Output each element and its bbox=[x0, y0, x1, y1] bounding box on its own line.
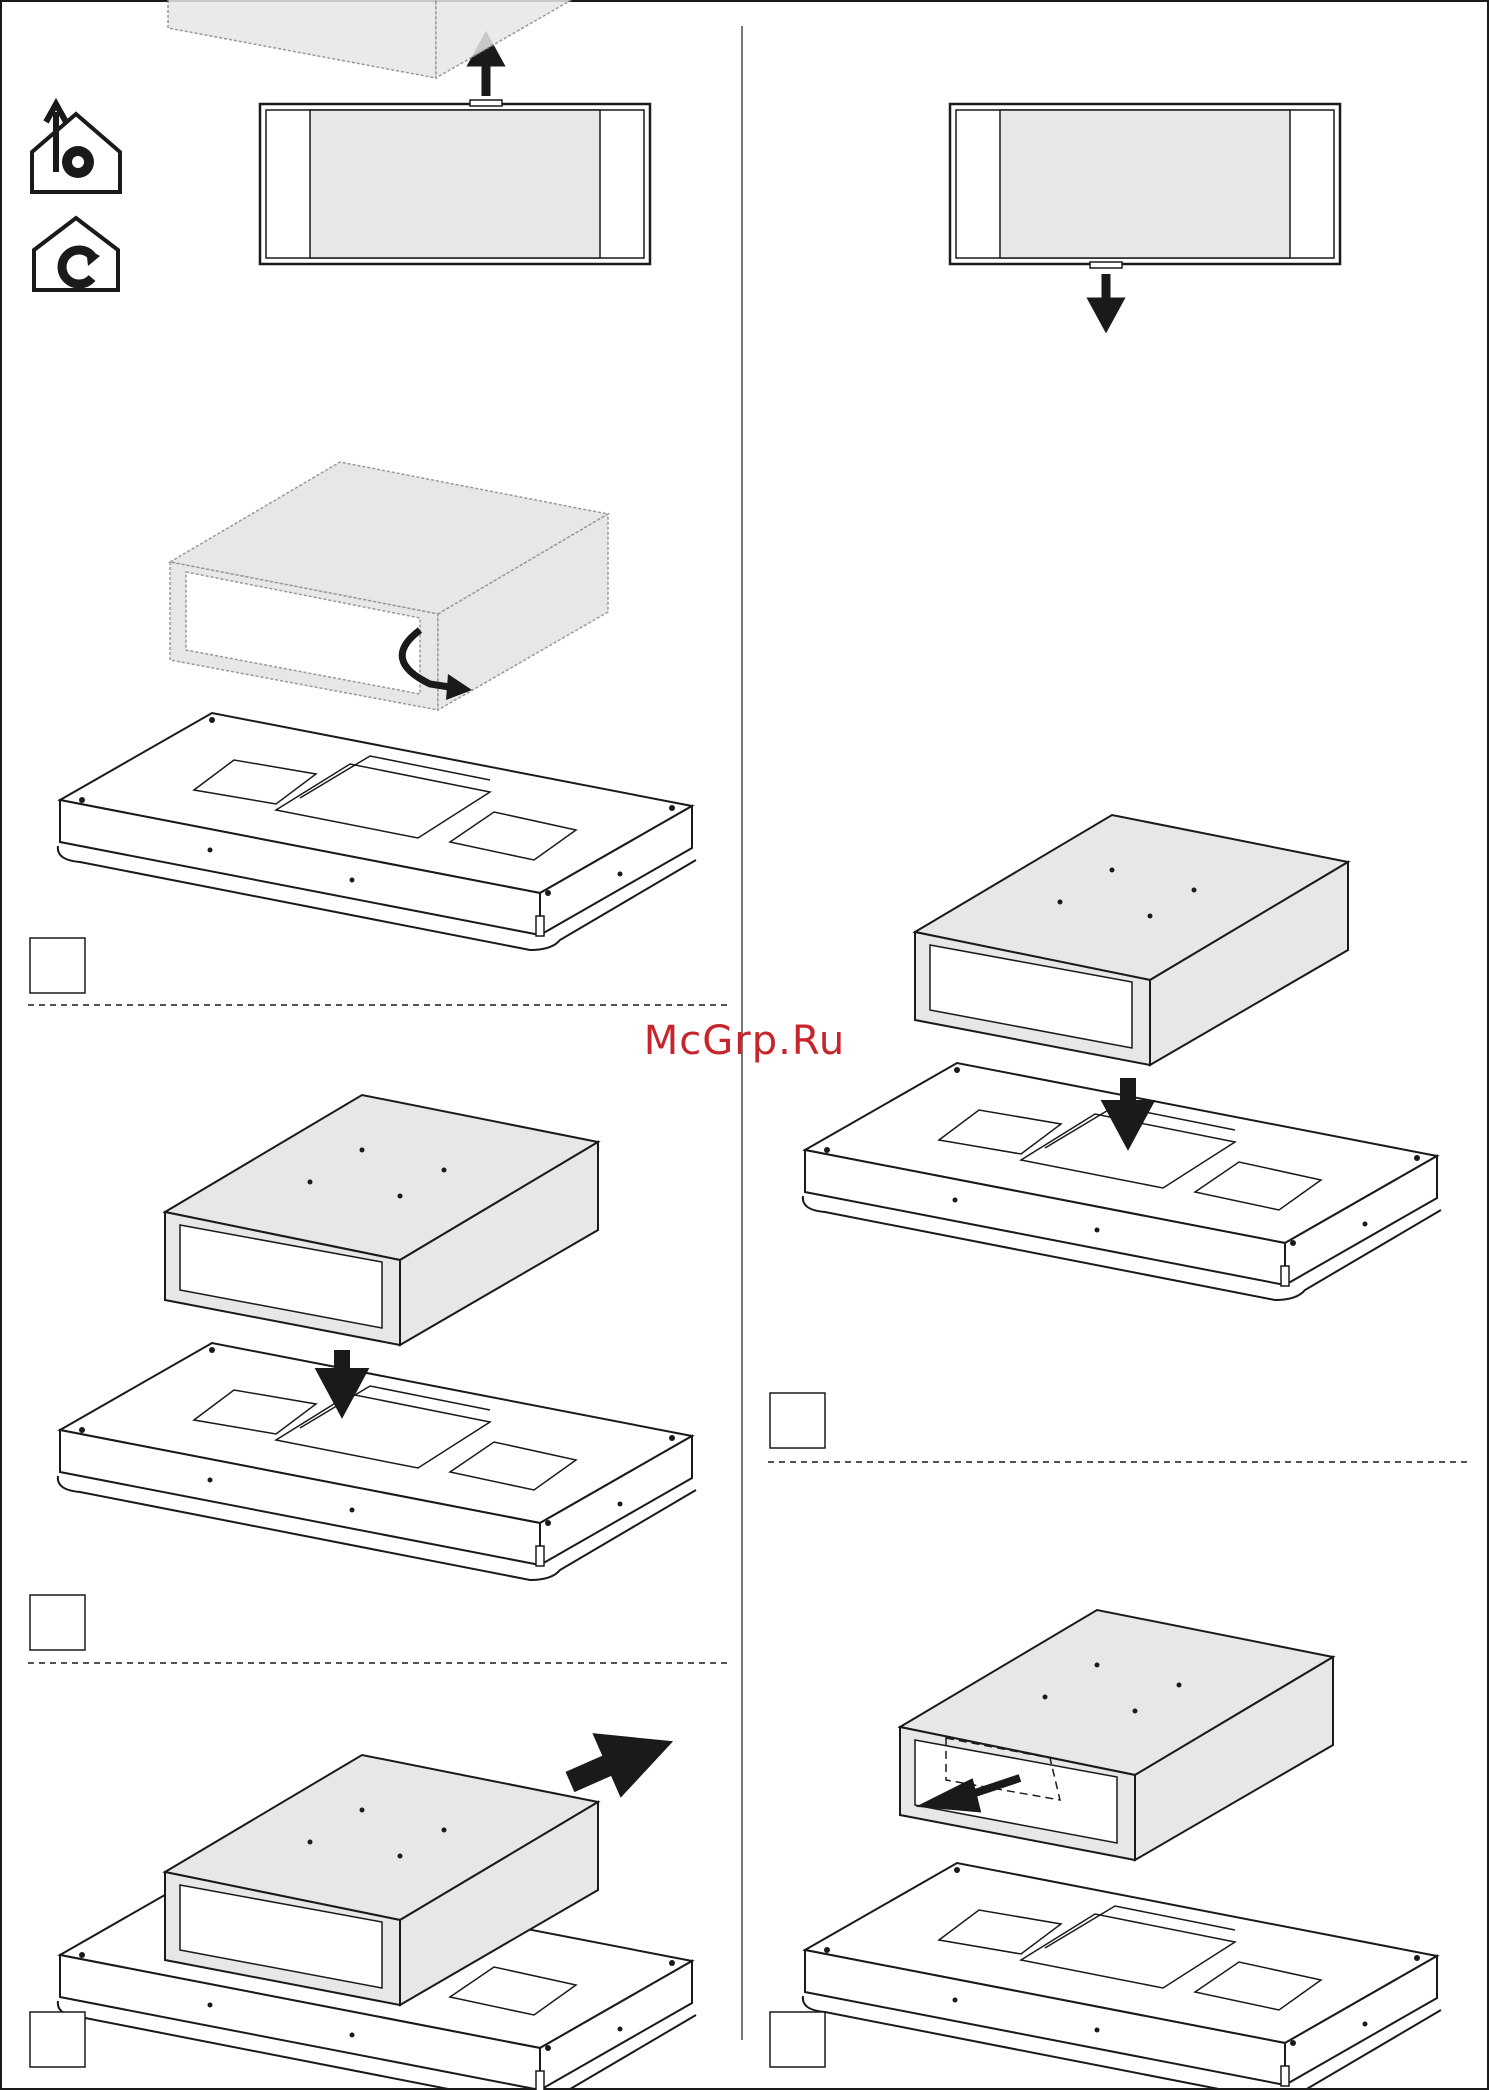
step-5-number-box bbox=[770, 1393, 825, 1448]
step-6-number-box bbox=[30, 2012, 85, 2067]
ducted-extraction-icon bbox=[32, 104, 120, 192]
step-7-slide-front bbox=[803, 1610, 1441, 2090]
step-4-insert-blower bbox=[58, 1095, 696, 1580]
step-1-top-view bbox=[260, 40, 650, 264]
step-2-top-view bbox=[950, 104, 1340, 324]
step-1-number-box bbox=[30, 938, 85, 993]
step-7-number-box bbox=[770, 2012, 825, 2067]
watermark: McGrp.Ru bbox=[0, 1018, 1489, 1064]
step-4-number-box bbox=[30, 1595, 85, 1650]
step-6-slide-back bbox=[58, 1746, 696, 2090]
recirculation-icon bbox=[34, 218, 118, 290]
